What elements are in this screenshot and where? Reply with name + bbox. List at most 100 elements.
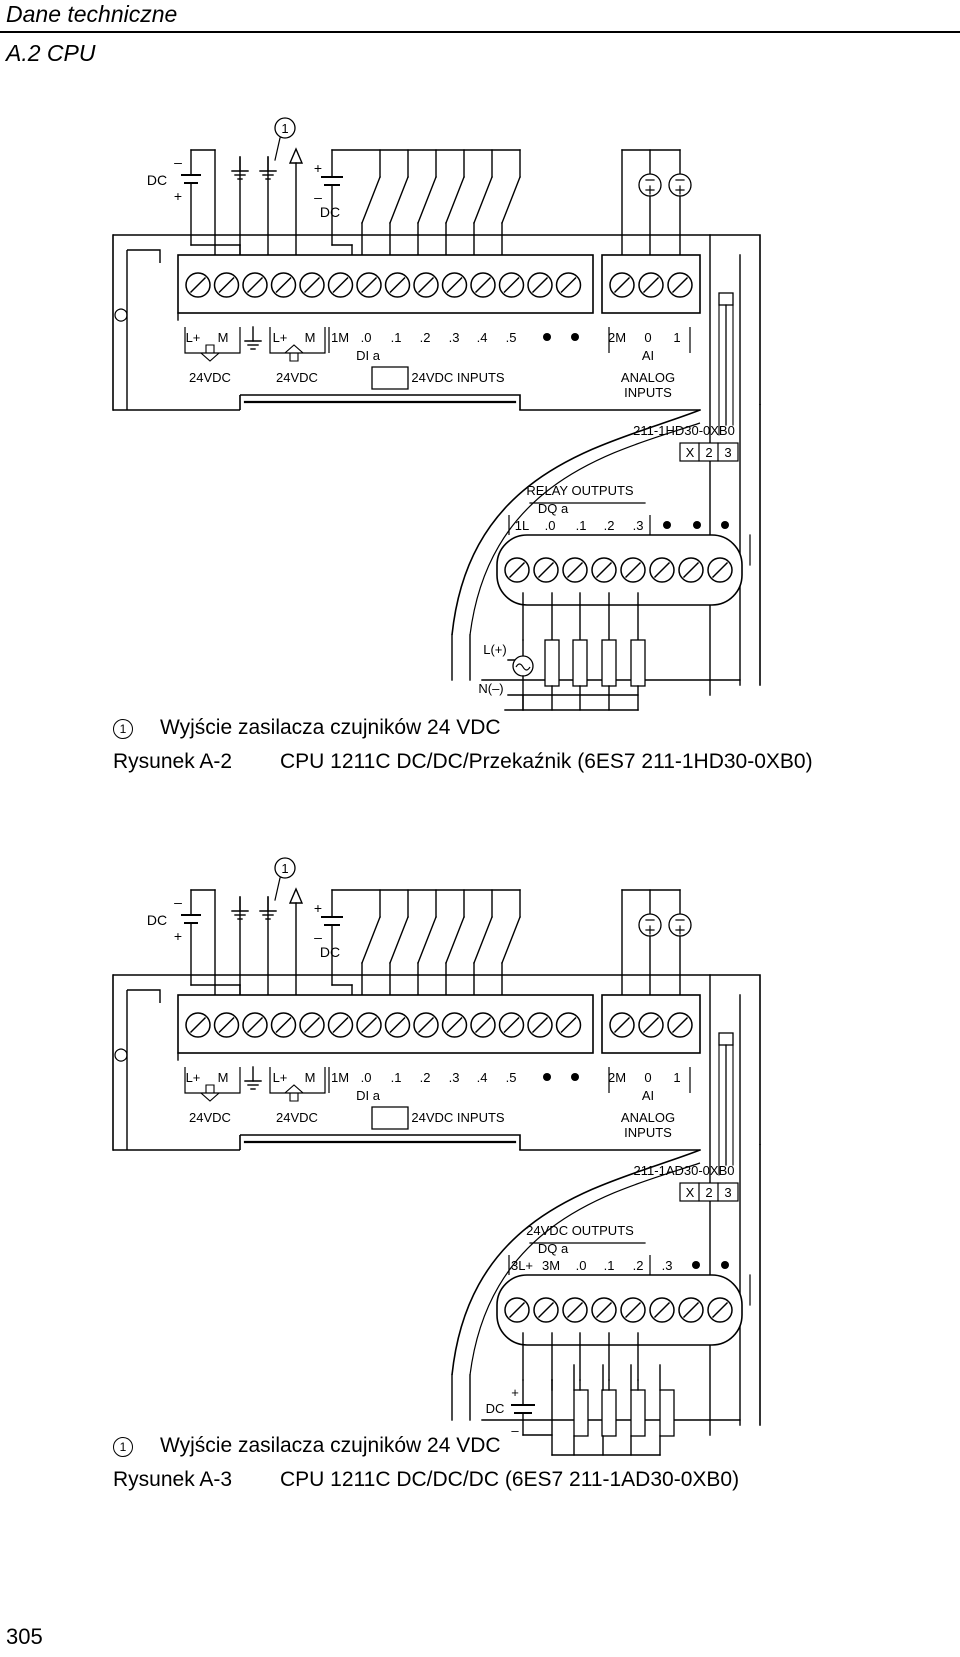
note-number: 1 — [113, 1437, 133, 1457]
input-switch — [389, 916, 409, 964]
terminal-label: .0 — [361, 1070, 372, 1085]
terminal-label: .0 — [576, 1258, 587, 1273]
group-bracket — [184, 327, 241, 354]
terminal-slot — [531, 1016, 549, 1034]
load-coil — [544, 639, 560, 687]
terminal-slot — [537, 1301, 555, 1319]
terminal-label: 3M — [542, 1258, 560, 1273]
terminal-slot — [275, 276, 292, 294]
terminal-slot — [189, 1016, 207, 1034]
status-led — [718, 292, 734, 306]
terminal-slot — [303, 1016, 321, 1034]
terminal-slot — [218, 276, 235, 294]
group-label: INPUTS — [624, 385, 672, 400]
terminal-slot — [303, 276, 321, 294]
input-switch — [473, 176, 493, 224]
load-resistor — [601, 1389, 617, 1437]
group-label: 24VDC INPUTS — [411, 370, 505, 385]
housing-curve — [469, 422, 701, 636]
group-label: AI — [642, 348, 654, 363]
terminal-label: 1M — [331, 330, 349, 345]
input-switch — [417, 916, 437, 964]
terminal-slot — [189, 276, 207, 294]
housing-latch — [371, 366, 409, 390]
load-label: L(+) — [483, 642, 506, 657]
terminal-label: L+ — [273, 1070, 288, 1085]
sensor-supply-arrow — [288, 147, 304, 164]
header-rule — [0, 31, 960, 33]
supply-plus-label: + — [174, 188, 182, 204]
supply-plus-label: + — [314, 900, 322, 916]
terminal-slot — [474, 276, 492, 294]
version-label: 3 — [724, 1185, 731, 1200]
terminal-slot — [642, 1016, 660, 1034]
chapter-title: Dane techniczne — [6, 1, 178, 27]
callout-number: 1 — [281, 861, 288, 876]
terminal-slot — [503, 276, 520, 294]
terminal-label: .4 — [477, 1070, 488, 1085]
terminal-label: M — [305, 1070, 316, 1085]
outputs-title: 24VDC OUTPUTS — [526, 1223, 634, 1238]
group-label: INPUTS — [624, 1125, 672, 1140]
supply-dc-label: DC — [147, 912, 167, 928]
terminal-slot — [653, 561, 671, 579]
note-text: Wyjście zasilacza czujników 24 VDC — [160, 716, 501, 739]
load-resistor — [573, 1389, 589, 1437]
housing-curve — [469, 1162, 701, 1376]
supply-dc-label: DC — [320, 944, 340, 960]
housing-inner-edge — [126, 989, 161, 1150]
housing-outline — [113, 974, 761, 1145]
group-label: AI — [642, 1088, 654, 1103]
sensor-arrow-up — [283, 1084, 305, 1102]
input-switch — [473, 916, 493, 964]
input-switch — [361, 176, 381, 224]
group-label: ANALOG — [621, 1110, 675, 1125]
power-arrow-down — [199, 344, 221, 362]
supply-plus-label: + — [174, 928, 182, 944]
sensor-arrow-up — [283, 344, 305, 362]
status-led — [718, 1032, 734, 1046]
terminal-label: M — [218, 330, 229, 345]
supply-minus-label: – — [314, 929, 322, 945]
group-bracket — [508, 1255, 651, 1275]
terminal-label: 1 — [673, 330, 680, 345]
group-label: DI a — [356, 1088, 381, 1103]
terminal-slot — [474, 1016, 492, 1034]
page-number: 305 — [6, 1624, 43, 1649]
input-switch — [445, 916, 465, 964]
terminal-slot — [653, 1301, 671, 1319]
terminal-label: 1 — [673, 1070, 680, 1085]
terminal-label: .1 — [391, 330, 402, 345]
dq-label: DQ a — [538, 1241, 569, 1256]
terminal-label: L+ — [186, 1070, 201, 1085]
terminal-label: .3 — [449, 1070, 460, 1085]
terminal-slot — [566, 561, 584, 579]
figure-label: Rysunek A-2 — [113, 750, 233, 773]
terminal-slot — [446, 1016, 463, 1034]
unused-terminal-dot — [571, 1073, 579, 1081]
terminal-label: L+ — [273, 330, 288, 345]
supply-minus-label: – — [314, 189, 322, 205]
terminal-label: .1 — [576, 518, 587, 533]
terminal-label: .0 — [361, 330, 372, 345]
housing-inner-edge — [126, 249, 161, 410]
unused-terminal-dot — [663, 521, 671, 529]
input-switch — [445, 176, 465, 224]
unused-terminal-dot — [693, 521, 701, 529]
terminal-slot — [332, 1016, 349, 1034]
group-bracket — [508, 515, 651, 535]
terminal-label: .2 — [633, 1258, 644, 1273]
group-label: 24VDC — [276, 370, 318, 385]
terminal-block-outputs — [496, 534, 743, 606]
input-switch — [501, 176, 521, 224]
terminal-slot — [624, 1301, 642, 1319]
callout-number: 1 — [281, 121, 288, 136]
terminal-label: .2 — [420, 330, 431, 345]
group-label: 24VDC — [189, 1110, 231, 1125]
input-switch — [389, 176, 409, 224]
terminal-label: L+ — [186, 330, 201, 345]
supply-minus-label: – — [174, 154, 182, 170]
housing-curve — [451, 409, 701, 636]
terminal-label: .3 — [449, 330, 460, 345]
